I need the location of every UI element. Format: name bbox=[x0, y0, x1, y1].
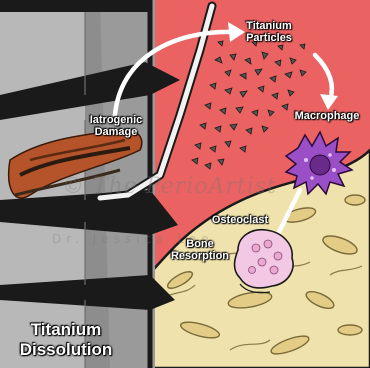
label-bone-resorption-line-2: Resorption bbox=[160, 250, 240, 262]
label-bone-resorption-line-1: Bone bbox=[160, 238, 240, 250]
label-iatrogenic-damage: Iatrogenic Damage bbox=[76, 114, 156, 139]
label-titanium-particles-line-2: Particles bbox=[232, 32, 306, 44]
label-titanium-dissolution-line-1: Titanium bbox=[10, 320, 122, 340]
label-titanium-dissolution-line-2: Dissolution bbox=[10, 340, 122, 360]
label-titanium-particles: Titanium Particles bbox=[232, 20, 306, 45]
label-osteoclast: Osteoclast bbox=[205, 214, 275, 226]
label-macrophage: Macrophage bbox=[288, 110, 366, 122]
label-iatrogenic-damage-line-1: Iatrogenic bbox=[76, 114, 156, 126]
label-iatrogenic-damage-line-2: Damage bbox=[76, 126, 156, 138]
label-titanium-dissolution: Titanium Dissolution bbox=[10, 320, 122, 359]
watermark-signature: © The PerioArtist bbox=[62, 174, 277, 199]
label-bone-resorption: Bone Resorption bbox=[160, 238, 240, 263]
label-titanium-particles-line-1: Titanium bbox=[232, 20, 306, 32]
